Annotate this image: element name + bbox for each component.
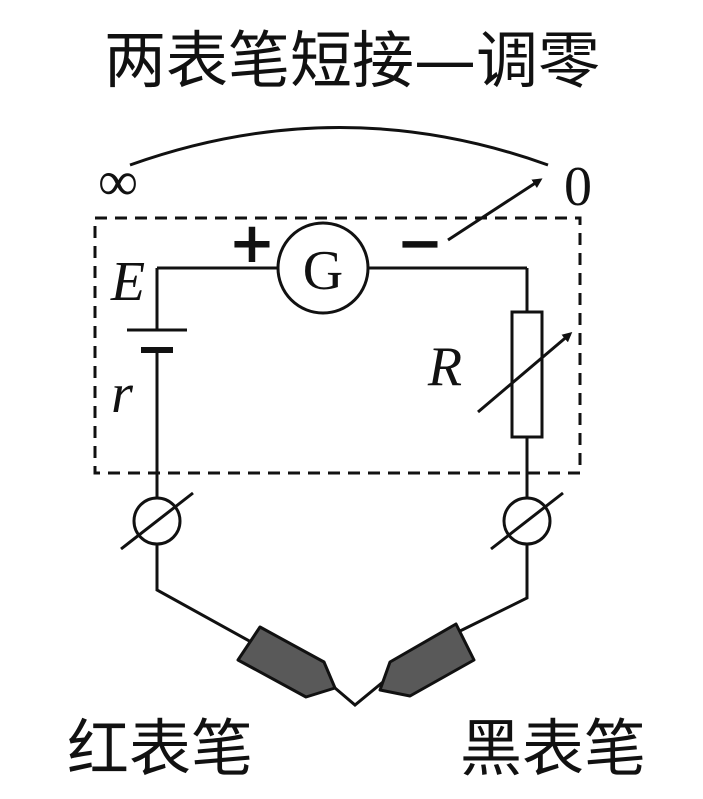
- probe-tips-contact: [334, 680, 384, 707]
- resistor-label: R: [427, 336, 462, 398]
- galvanometer-label: G: [303, 240, 343, 302]
- battery-symbol: [127, 328, 187, 353]
- zero-label: 0: [564, 156, 592, 218]
- black-probe-label: 黑表笔: [460, 712, 646, 785]
- internal-resistance-label: r: [111, 363, 133, 425]
- meter-scale-arc: [129, 126, 549, 167]
- red-terminal: [120, 491, 194, 551]
- pointer-arrow: [447, 178, 543, 242]
- black-probe-lead: [457, 544, 529, 634]
- red-probe-label: 红表笔: [67, 712, 253, 785]
- variable-resistor-arrow: [477, 332, 573, 414]
- variable-resistor-symbol: [510, 310, 544, 439]
- emf-label: E: [110, 251, 145, 313]
- red-probe-lead: [155, 544, 263, 650]
- black-terminal: [490, 491, 564, 551]
- infinity-label: ∞: [98, 151, 138, 213]
- galvanometer-minus-label: −: [397, 211, 444, 276]
- galvanometer-symbol: [276, 221, 370, 315]
- black-probe: [378, 622, 476, 698]
- diagram-title: 两表笔短接—调零: [104, 24, 600, 97]
- galvanometer-plus-label: +: [229, 211, 276, 276]
- meter-enclosure: [93, 216, 582, 475]
- red-probe: [236, 625, 337, 699]
